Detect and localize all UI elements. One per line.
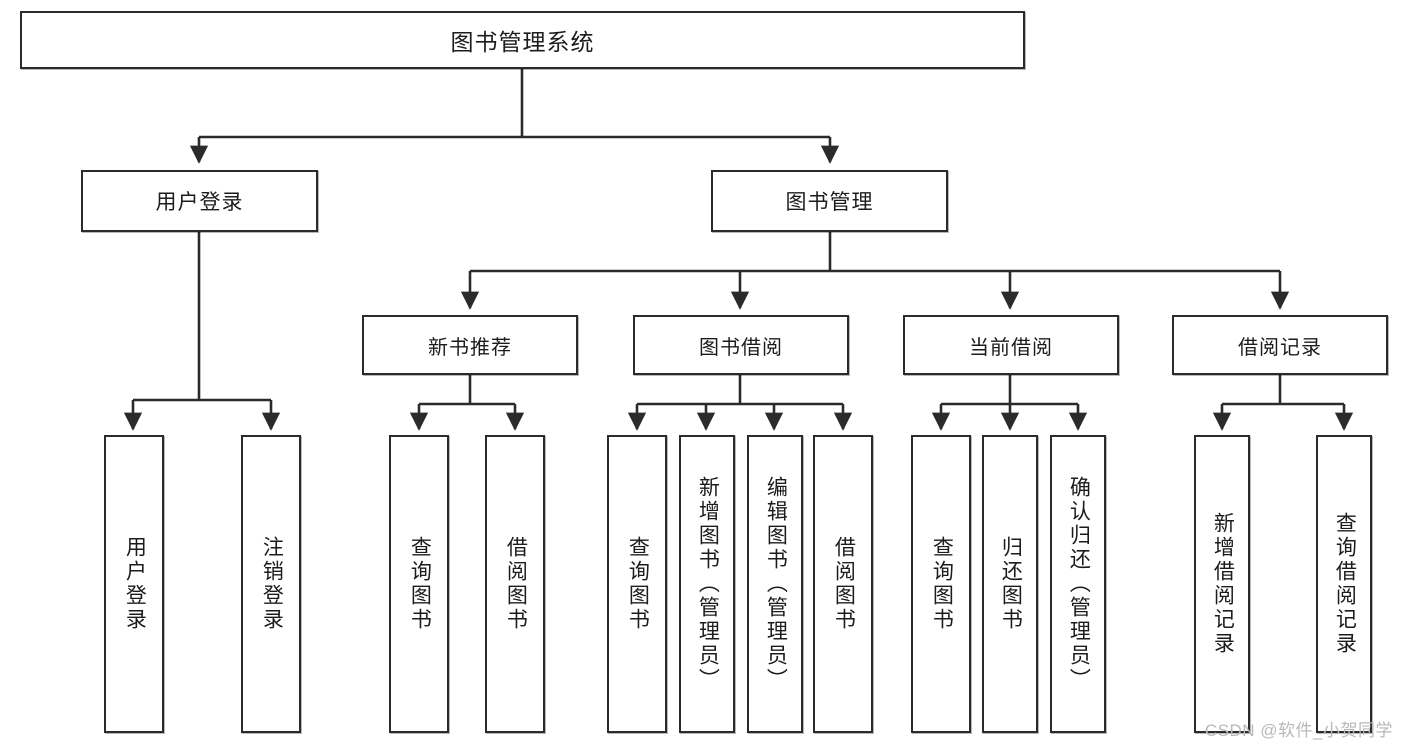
leaf-label: 查询图书 [626, 536, 650, 632]
node-label: 用户登录 [155, 191, 244, 214]
node-label: 图书管理 [785, 191, 874, 214]
leaf-label: 新增借阅记录 [1211, 512, 1235, 656]
leaf-logout[interactable]: 注销登录 [241, 435, 301, 733]
node-current-borrow[interactable]: 当前借阅 [903, 315, 1119, 375]
node-root-book-management-system[interactable]: 图书管理系统 [20, 11, 1025, 69]
leaf-label: 借阅图书 [832, 536, 856, 632]
leaf-edit-book-admin[interactable]: 编辑图书（管理员） [747, 435, 803, 733]
leaf-return-book[interactable]: 归还图书 [982, 435, 1038, 733]
leaf-user-login[interactable]: 用户登录 [104, 435, 164, 733]
leaf-query-book-borrow[interactable]: 查询图书 [607, 435, 667, 733]
leaf-label: 注销登录 [260, 536, 284, 632]
leaf-query-borrow-record[interactable]: 查询借阅记录 [1316, 435, 1372, 733]
node-book-management[interactable]: 图书管理 [711, 170, 948, 232]
leaf-label: 编辑图书（管理员） [764, 476, 788, 692]
leaf-label: 确认归还（管理员） [1067, 476, 1091, 692]
node-label: 图书管理系统 [450, 29, 595, 55]
leaf-query-book-current[interactable]: 查询图书 [911, 435, 971, 733]
leaf-label: 查询借阅记录 [1333, 512, 1357, 656]
node-label: 当前借阅 [969, 336, 1053, 359]
leaf-label: 归还图书 [999, 536, 1023, 632]
leaf-label: 查询图书 [930, 536, 954, 632]
leaf-label: 新增图书（管理员） [696, 476, 720, 692]
node-borrow-record[interactable]: 借阅记录 [1172, 315, 1388, 375]
leaf-query-book-recommend[interactable]: 查询图书 [389, 435, 449, 733]
node-label: 借阅记录 [1238, 336, 1322, 359]
csdn-watermark: CSDN @软件_小贺同学 [1204, 721, 1393, 740]
node-book-borrow[interactable]: 图书借阅 [633, 315, 849, 375]
node-user-login[interactable]: 用户登录 [81, 170, 318, 232]
leaf-add-book-admin[interactable]: 新增图书（管理员） [679, 435, 735, 733]
leaf-label: 用户登录 [123, 536, 147, 632]
node-label: 新书推荐 [428, 336, 512, 359]
leaf-label: 查询图书 [408, 536, 432, 632]
leaf-add-borrow-record[interactable]: 新增借阅记录 [1194, 435, 1250, 733]
leaf-label: 借阅图书 [504, 536, 528, 632]
leaf-borrow-book[interactable]: 借阅图书 [813, 435, 873, 733]
leaf-borrow-book-recommend[interactable]: 借阅图书 [485, 435, 545, 733]
leaf-confirm-return-admin[interactable]: 确认归还（管理员） [1050, 435, 1106, 733]
node-new-book-recommendation[interactable]: 新书推荐 [362, 315, 578, 375]
node-label: 图书借阅 [699, 336, 783, 359]
